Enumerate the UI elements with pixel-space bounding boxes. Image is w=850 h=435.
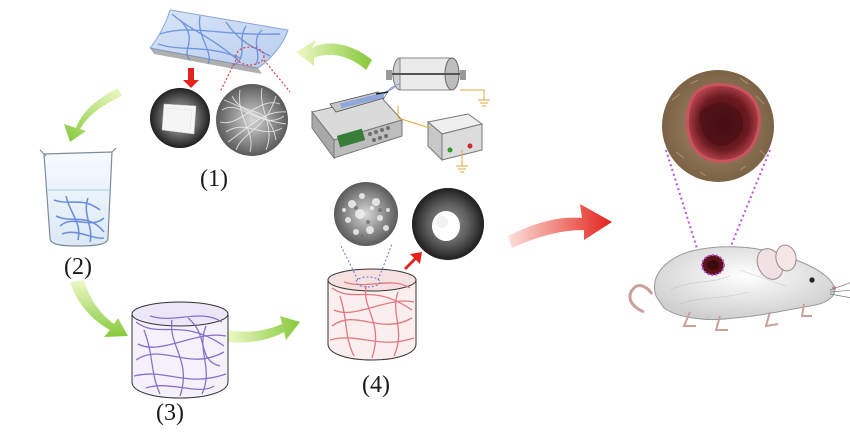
cycle-arrow-2-to-3 (70, 280, 128, 337)
cycle-arrow-3-to-4 (226, 316, 300, 343)
zoom-lines-1 (219, 59, 291, 93)
fiber-mat (149, 9, 289, 74)
cycle-arrow-setup-to-1 (296, 40, 372, 70)
beaker (39, 147, 117, 247)
red-small-arrow-1 (183, 68, 199, 88)
high-voltage-supply (426, 113, 484, 162)
arrow-to-animal (508, 204, 612, 248)
sem-image (216, 84, 288, 156)
membrane-photo (150, 88, 210, 148)
step-label-1: (1) (200, 166, 228, 192)
wound-photo (662, 70, 774, 182)
zoom-lines-mouse (665, 149, 771, 259)
step-label-3: (3) (156, 400, 184, 426)
mouse (628, 244, 850, 331)
cylindrical-scaffold-4 (327, 268, 417, 361)
cycle-arrow-1-to-2 (64, 88, 122, 142)
syringe-pump (311, 91, 403, 160)
electrospinning-setup (311, 57, 490, 173)
wiring (397, 89, 490, 173)
scaffold-photo (412, 188, 484, 260)
cylindrical-scaffold-3 (131, 301, 229, 399)
sem-image-4 (334, 182, 398, 246)
zoom-lines-4 (339, 243, 393, 281)
rotating-collector (386, 57, 466, 91)
step-label-4: (4) (362, 372, 390, 398)
red-small-arrow-4 (404, 252, 422, 270)
step-label-2: (2) (64, 254, 92, 280)
